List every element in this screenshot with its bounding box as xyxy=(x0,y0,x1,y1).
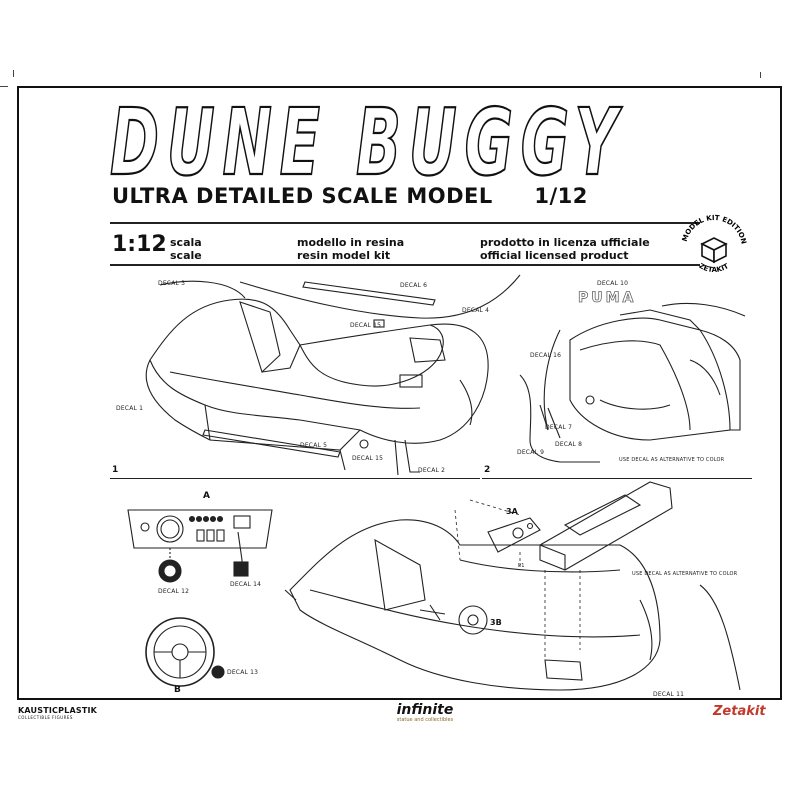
scale-value: 1:12 xyxy=(112,232,167,257)
rule-bottom xyxy=(110,264,700,266)
label-decal-6: DECAL 6 xyxy=(400,282,428,289)
scale-en: scale xyxy=(170,249,202,262)
label-decal-4: DECAL 4 xyxy=(462,307,490,314)
body-shell-step1 xyxy=(149,298,489,476)
model-kit-badge: MODEL KIT EDITION ZETAKIT xyxy=(681,214,748,274)
wheel-decal-13 xyxy=(211,665,225,679)
label-decal-16: DECAL 16 xyxy=(530,352,562,359)
material-it: modello in resina xyxy=(297,236,405,249)
zetakit-name: Zetakit xyxy=(713,704,766,719)
console-part xyxy=(539,481,673,571)
step-1: 1 xyxy=(112,465,119,475)
infinite-name: infinite xyxy=(396,702,454,718)
label-decal-1: DECAL 1 xyxy=(116,405,144,412)
zetakit-logo: Zetakit xyxy=(713,703,766,733)
decal15-box xyxy=(373,319,385,328)
rule-top xyxy=(110,222,700,224)
decal3-leader xyxy=(159,280,246,299)
kausticplastik-tagline: COLLECTIBLE FIGURES xyxy=(18,715,73,720)
label-p1: P1 xyxy=(518,563,525,569)
label-decal-8: DECAL 8 xyxy=(555,441,583,448)
dashboard-panel-a xyxy=(127,509,273,566)
label-decal-10: DECAL 10 xyxy=(597,280,629,287)
rear-cover-step2 xyxy=(543,309,741,441)
decal7-line xyxy=(539,404,549,431)
note-alt-color-1: USE DECAL AS ALTERNATIVE TO COLOR xyxy=(619,457,725,463)
infinite-tagline: statue and collectibles xyxy=(396,717,454,723)
subtitle-scale: 1/12 xyxy=(534,184,588,208)
badge-bottom-text: ZETAKIT xyxy=(697,262,730,274)
material-caption: modello in resina resin model kit xyxy=(297,236,404,262)
label-decal-7: DECAL 7 xyxy=(545,424,573,431)
label-decal-12: DECAL 12 xyxy=(158,588,190,595)
label-decal-15b: DECAL 15 xyxy=(352,455,384,462)
switch-decal-14 xyxy=(233,561,249,577)
step1-rule xyxy=(110,478,480,479)
decal9-line xyxy=(519,374,600,463)
scale-caption: scala scale xyxy=(170,236,202,262)
decal11-line xyxy=(699,584,741,691)
decal1-line xyxy=(145,359,211,441)
license-en: official licensed product xyxy=(480,249,629,262)
label-decal-2: DECAL 2 xyxy=(418,467,446,474)
license-caption: prodotto in licenza ufficiale official l… xyxy=(480,236,650,262)
decal15-marker xyxy=(359,439,369,449)
crop-mark-left2 xyxy=(0,86,8,87)
title-graphic: DUNE BUGGY xyxy=(110,96,625,186)
kausticplastik-name: KAUSTICPLASTIK xyxy=(18,706,98,715)
material-en: resin model kit xyxy=(297,249,391,262)
decal-strip-6 xyxy=(302,281,436,306)
step2-rule xyxy=(482,478,752,479)
step-2: 2 xyxy=(484,465,491,475)
label-decal-14: DECAL 14 xyxy=(230,581,262,588)
infinite-logo: infinite statue and collectibles xyxy=(385,703,465,733)
subtitle: ULTRA DETAILED SCALE MODEL 1/12 xyxy=(112,184,588,208)
label-decal-5: DECAL 5 xyxy=(300,442,328,449)
steering-wheel-b xyxy=(145,617,215,687)
kausticplastik-logo: KAUSTICPLASTIK COLLECTIBLE FIGURES xyxy=(18,703,97,733)
step2-top-curve xyxy=(661,302,746,317)
step-b: B xyxy=(174,685,181,695)
box-icon xyxy=(700,237,728,264)
body-shell-step3 xyxy=(289,519,661,691)
scale-it: scala xyxy=(170,236,202,249)
step-3a: 3A xyxy=(506,507,518,516)
sheet-frame xyxy=(17,86,782,700)
crop-mark-right xyxy=(760,72,761,78)
decal-strip-5 xyxy=(202,429,341,458)
license-it: prodotto in licenza ufficiale xyxy=(480,236,650,249)
page-title: DUNE BUGGY xyxy=(110,96,625,186)
label-decal-13: DECAL 13 xyxy=(227,669,259,676)
label-decal-3: DECAL 3 xyxy=(158,280,186,287)
step-a: A xyxy=(203,491,210,501)
crop-mark-left xyxy=(13,70,14,77)
label-decal-15a: DECAL 15 xyxy=(350,322,382,329)
step-3b: 3B xyxy=(490,618,502,627)
subtitle-left: ULTRA DETAILED SCALE MODEL xyxy=(112,184,493,208)
label-decal-11: DECAL 11 xyxy=(653,691,685,698)
label-decal-9: DECAL 9 xyxy=(517,449,545,456)
decal8-line xyxy=(547,407,561,439)
decal2-line xyxy=(404,439,420,473)
puma-decal-text: PUMA xyxy=(578,290,636,306)
decal4-curve xyxy=(239,274,521,319)
part-3a xyxy=(487,517,541,553)
assembly-guides xyxy=(454,499,581,660)
note-alt-color-2: USE DECAL AS ALTERNATIVE TO COLOR xyxy=(632,571,738,577)
